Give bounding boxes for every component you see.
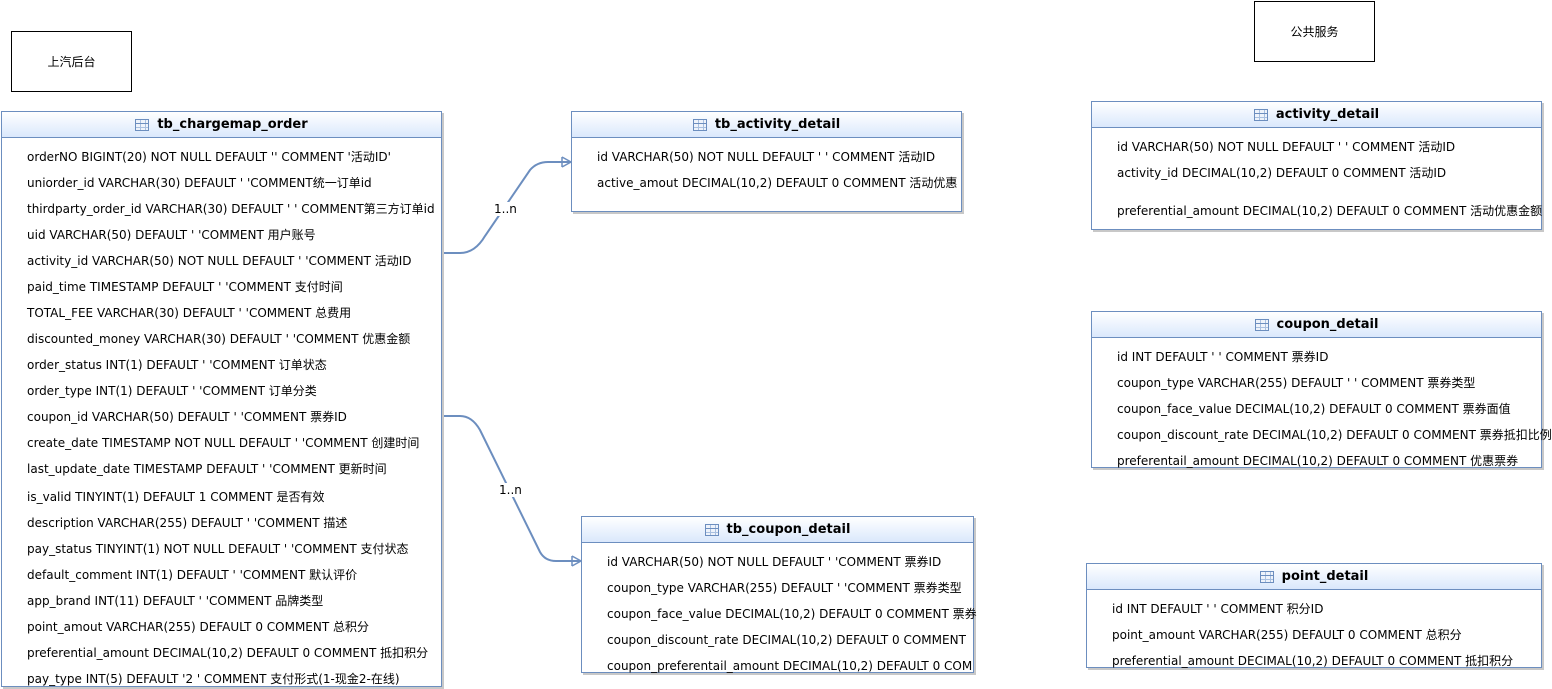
table-title: tb_coupon_detail [726, 522, 851, 537]
table-icon [135, 118, 150, 131]
table-activity-detail[interactable]: activity_detail id VARCHAR(50) NOT NULL … [1091, 101, 1542, 230]
table-title: tb_activity_detail [714, 117, 841, 132]
table-row[interactable]: preferential_amount DECIMAL(10,2) DEFAUL… [27, 646, 429, 660]
table-header[interactable]: coupon_detail [1092, 312, 1541, 338]
table-row[interactable]: coupon_preferentail_amount DECIMAL(10,2)… [607, 659, 973, 673]
table-row[interactable]: paid_time TIMESTAMP DEFAULT ' 'COMMENT 支… [27, 280, 343, 294]
table-row[interactable]: pay_status TINYINT(1) NOT NULL DEFAULT '… [27, 542, 409, 556]
saic-backend-text: 上汽后台 [47, 55, 96, 69]
table-header[interactable]: tb_coupon_detail [582, 517, 973, 543]
table-row[interactable]: activity_id DECIMAL(10,2) DEFAULT 0 COMM… [1117, 166, 1447, 180]
table-row[interactable]: orderNO BIGINT(20) NOT NULL DEFAULT '' C… [27, 150, 391, 164]
table-row[interactable]: thirdparty_order_id VARCHAR(30) DEFAULT … [27, 202, 435, 216]
table-row[interactable]: coupon_discount_rate DECIMAL(10,2) DEFAU… [607, 633, 966, 647]
table-row[interactable]: id INT DEFAULT ' ' COMMENT 积分ID [1112, 602, 1324, 616]
table-row[interactable]: uid VARCHAR(50) DEFAULT ' 'COMMENT 用户账号 [27, 228, 316, 242]
coupon-relation-label: 1..n [499, 483, 522, 497]
table-row[interactable]: id VARCHAR(50) NOT NULL DEFAULT ' ' COMM… [1117, 140, 1456, 154]
table-icon [692, 118, 707, 131]
table-row[interactable]: activity_id VARCHAR(50) NOT NULL DEFAULT… [27, 254, 412, 268]
table-row[interactable]: uniorder_id VARCHAR(30) DEFAULT ' 'COMME… [27, 176, 372, 190]
table-icon [704, 523, 719, 536]
table-row[interactable]: order_type INT(1) DEFAULT ' 'COMMENT 订单分… [27, 384, 317, 398]
table-row[interactable]: active_amout DECIMAL(10,2) DEFAULT 0 COM… [597, 176, 958, 190]
table-row[interactable]: order_status INT(1) DEFAULT ' 'COMMENT 订… [27, 358, 327, 372]
table-row[interactable]: preferential_amount DECIMAL(10,2) DEFAUL… [1117, 204, 1543, 218]
table-row[interactable]: id INT DEFAULT ' ' COMMENT 票券ID [1117, 350, 1329, 364]
table-row[interactable]: point_amount VARCHAR(255) DEFAULT 0 COMM… [1112, 628, 1462, 642]
table-icon [1259, 570, 1274, 583]
table-row[interactable]: pay_type INT(5) DEFAULT '2 ' COMMENT 支付形… [27, 672, 400, 686]
table-row[interactable]: last_update_date TIMESTAMP DEFAULT ' 'CO… [27, 462, 387, 476]
public-service-text: 公共服务 [1290, 25, 1339, 39]
table-row[interactable]: TOTAL_FEE VARCHAR(30) DEFAULT ' 'COMMENT… [27, 306, 352, 320]
table-row[interactable]: coupon_id VARCHAR(50) DEFAULT ' 'COMMENT… [27, 410, 347, 424]
table-row[interactable]: default_comment INT(1) DEFAULT ' 'COMMEN… [27, 568, 358, 582]
table-row[interactable]: preferentail_amount DECIMAL(10,2) DEFAUL… [1117, 454, 1519, 468]
table-row[interactable]: app_brand INT(11) DEFAULT ' 'COMMENT 品牌类… [27, 594, 324, 608]
table-row[interactable]: id VARCHAR(50) NOT NULL DEFAULT ' ' COMM… [597, 150, 936, 164]
table-tb-chargemap-order[interactable]: tb_chargemap_order orderNO BIGINT(20) NO… [1, 111, 442, 687]
table-row[interactable]: is_valid TINYINT(1) DEFAULT 1 COMMENT 是否… [27, 490, 325, 504]
table-header[interactable]: activity_detail [1092, 102, 1541, 128]
table-row[interactable]: description VARCHAR(255) DEFAULT ' 'COMM… [27, 516, 348, 530]
saic-backend-label[interactable]: 上汽后台 [11, 31, 132, 92]
activity-relation-label: 1..n [494, 202, 517, 216]
table-header[interactable]: point_detail [1087, 564, 1541, 590]
table-header[interactable]: tb_activity_detail [572, 112, 961, 138]
table-row[interactable]: coupon_face_value DECIMAL(10,2) DEFAULT … [1117, 402, 1511, 416]
table-title: point_detail [1281, 569, 1369, 584]
table-tb-activity-detail[interactable]: tb_activity_detail id VARCHAR(50) NOT NU… [571, 111, 962, 212]
table-row[interactable]: point_amout VARCHAR(255) DEFAULT 0 COMME… [27, 620, 370, 634]
table-row[interactable]: preferential_amount DECIMAL(10,2) DEFAUL… [1112, 654, 1514, 668]
table-title: tb_chargemap_order [157, 117, 308, 132]
table-point-detail[interactable]: point_detail id INT DEFAULT ' ' COMMENT … [1086, 563, 1542, 668]
table-row[interactable]: coupon_type VARCHAR(255) DEFAULT ' ' COM… [1117, 376, 1476, 390]
table-row[interactable]: create_date TIMESTAMP NOT NULL DEFAULT '… [27, 436, 420, 450]
table-title: activity_detail [1275, 107, 1380, 122]
table-icon [1253, 108, 1268, 121]
table-icon [1254, 318, 1269, 331]
table-title: coupon_detail [1276, 317, 1379, 332]
table-row[interactable]: discounted_money VARCHAR(30) DEFAULT ' '… [27, 332, 411, 346]
table-coupon-detail[interactable]: coupon_detail id INT DEFAULT ' ' COMMENT… [1091, 311, 1552, 468]
table-tb-coupon-detail[interactable]: tb_coupon_detail id VARCHAR(50) NOT NULL… [581, 516, 977, 673]
table-row[interactable]: coupon_face_value DECIMAL(10,2) DEFAULT … [607, 607, 977, 621]
public-service-label[interactable]: 公共服务 [1254, 1, 1375, 62]
table-row[interactable]: coupon_type VARCHAR(255) DEFAULT ' 'COMM… [607, 581, 962, 595]
table-row[interactable]: coupon_discount_rate DECIMAL(10,2) DEFAU… [1117, 428, 1552, 442]
table-row[interactable]: id VARCHAR(50) NOT NULL DEFAULT ' 'COMME… [607, 555, 942, 569]
table-header[interactable]: tb_chargemap_order [2, 112, 441, 138]
